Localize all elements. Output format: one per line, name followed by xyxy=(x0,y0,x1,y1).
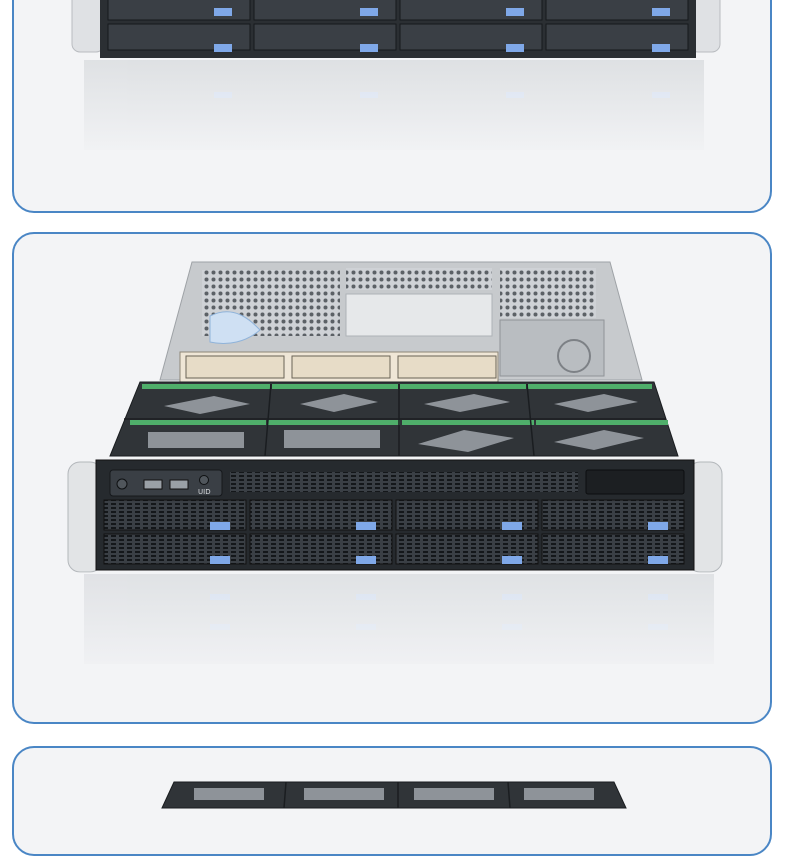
bay-release-tab[interactable] xyxy=(356,556,376,564)
usb-port-2 xyxy=(169,479,189,490)
front-control-panel xyxy=(109,469,223,497)
psu-vent-grid xyxy=(500,268,596,318)
fan-guard-icon xyxy=(557,339,591,373)
drive-bay[interactable] xyxy=(103,533,247,565)
bay-release-tab[interactable] xyxy=(502,522,522,530)
bay-release-tab[interactable] xyxy=(210,522,230,530)
fan-row xyxy=(179,351,499,383)
uid-label: UID xyxy=(198,488,211,496)
rack-ear-left xyxy=(71,0,105,53)
power-button[interactable] xyxy=(116,478,128,490)
server-open-chassis-image: UID xyxy=(64,261,744,682)
bay-release-tab[interactable] xyxy=(648,556,668,564)
bay-release-tab[interactable] xyxy=(648,522,668,530)
drive-bays xyxy=(103,499,685,565)
drive-bays-row xyxy=(107,0,689,52)
accessory-bag xyxy=(209,311,261,344)
rear-vent-strip xyxy=(346,268,492,290)
server-top-cover-image xyxy=(161,781,627,809)
product-image-card-interior: UID xyxy=(12,232,772,724)
product-image-card-cover xyxy=(12,746,772,856)
uid-button[interactable] xyxy=(199,475,209,485)
label-dividers xyxy=(124,383,666,457)
label-headers xyxy=(130,384,668,425)
label-diagrams xyxy=(148,394,644,452)
bay-release-tab[interactable] xyxy=(356,522,376,530)
product-image-card-front xyxy=(12,0,772,213)
expansion-slot-opening xyxy=(345,293,493,337)
optical-bay xyxy=(585,469,685,495)
front-vent-strip xyxy=(230,472,578,492)
server-front-image xyxy=(71,0,721,160)
usb-port-1 xyxy=(143,479,163,490)
bay-release-tab[interactable] xyxy=(210,556,230,564)
bay-release-tab[interactable] xyxy=(502,556,522,564)
